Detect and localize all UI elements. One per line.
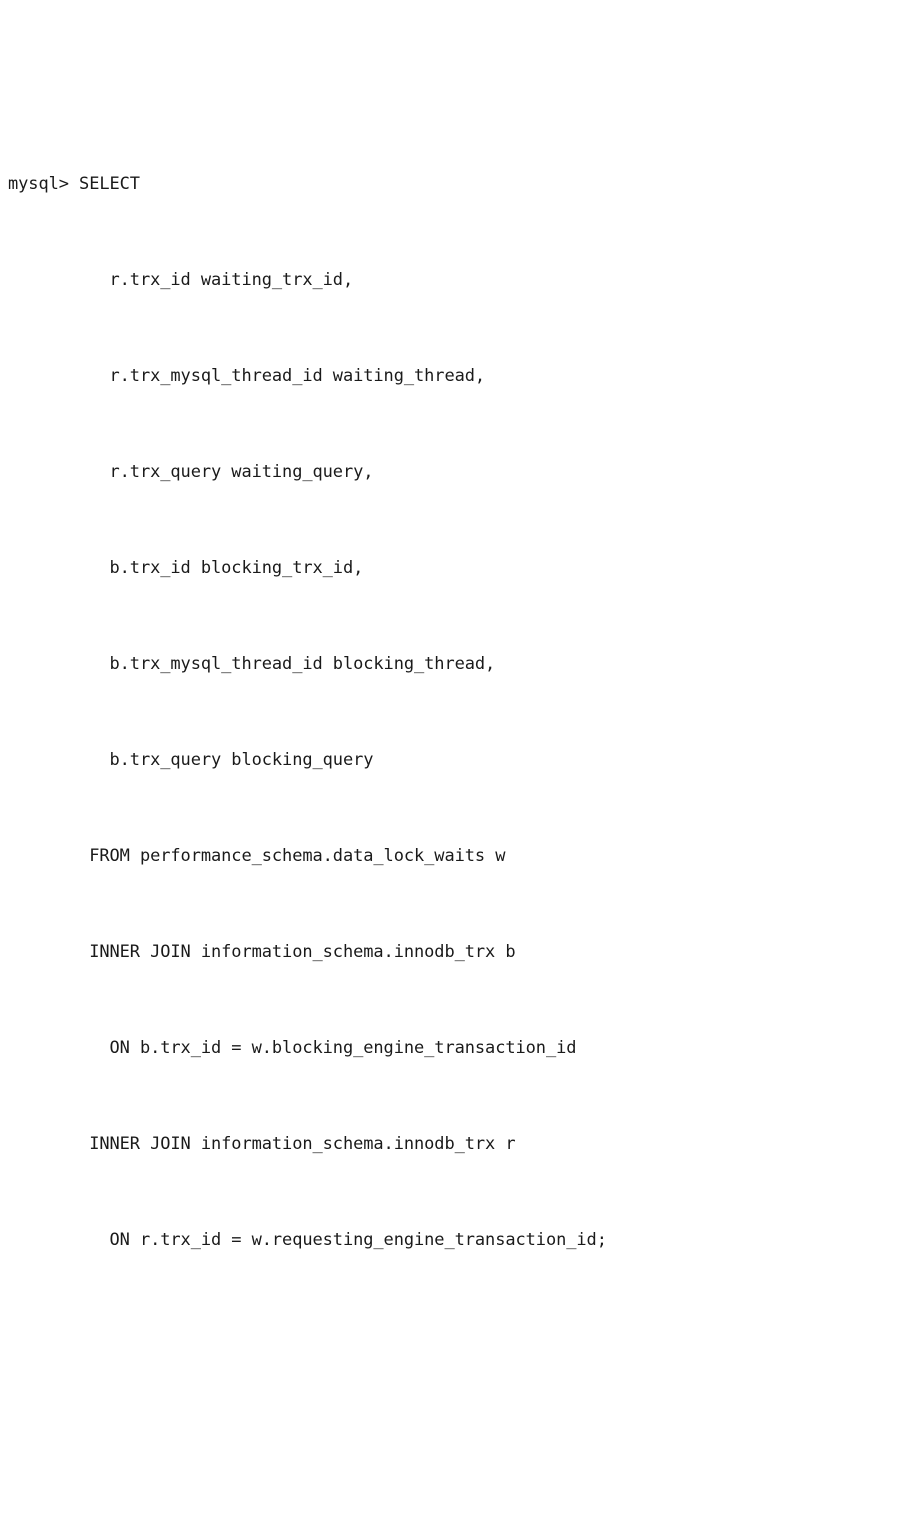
sql-line: b.trx_id blocking_trx_id, [8,558,364,578]
sql-line: b.trx_mysql_thread_id blocking_thread, [8,654,496,674]
terminal-output: mysql> SELECT r.trx_id waiting_trx_id, r… [8,174,607,1250]
sql-line: ON b.trx_id = w.blocking_engine_transact… [8,1038,577,1058]
sql-line: r.trx_query waiting_query, [8,462,374,482]
sql-line: r.trx_id waiting_trx_id, [8,270,354,290]
sql-line: ON r.trx_id = w.requesting_engine_transa… [8,1230,607,1250]
sql-line: FROM performance_schema.data_lock_waits … [8,846,506,866]
sql-command-block: mysql> SELECT r.trx_id waiting_trx_id, r… [8,104,900,1320]
sql-line: INNER JOIN information_schema.innodb_trx… [8,1134,516,1154]
blank-line [8,1416,900,1448]
prompt-line: mysql> SELECT [8,174,140,194]
sql-line: b.trx_query blocking_query [8,750,374,770]
sql-line: INNER JOIN information_schema.innodb_trx… [8,942,516,962]
sql-line: r.trx_mysql_thread_id waiting_thread, [8,366,486,386]
